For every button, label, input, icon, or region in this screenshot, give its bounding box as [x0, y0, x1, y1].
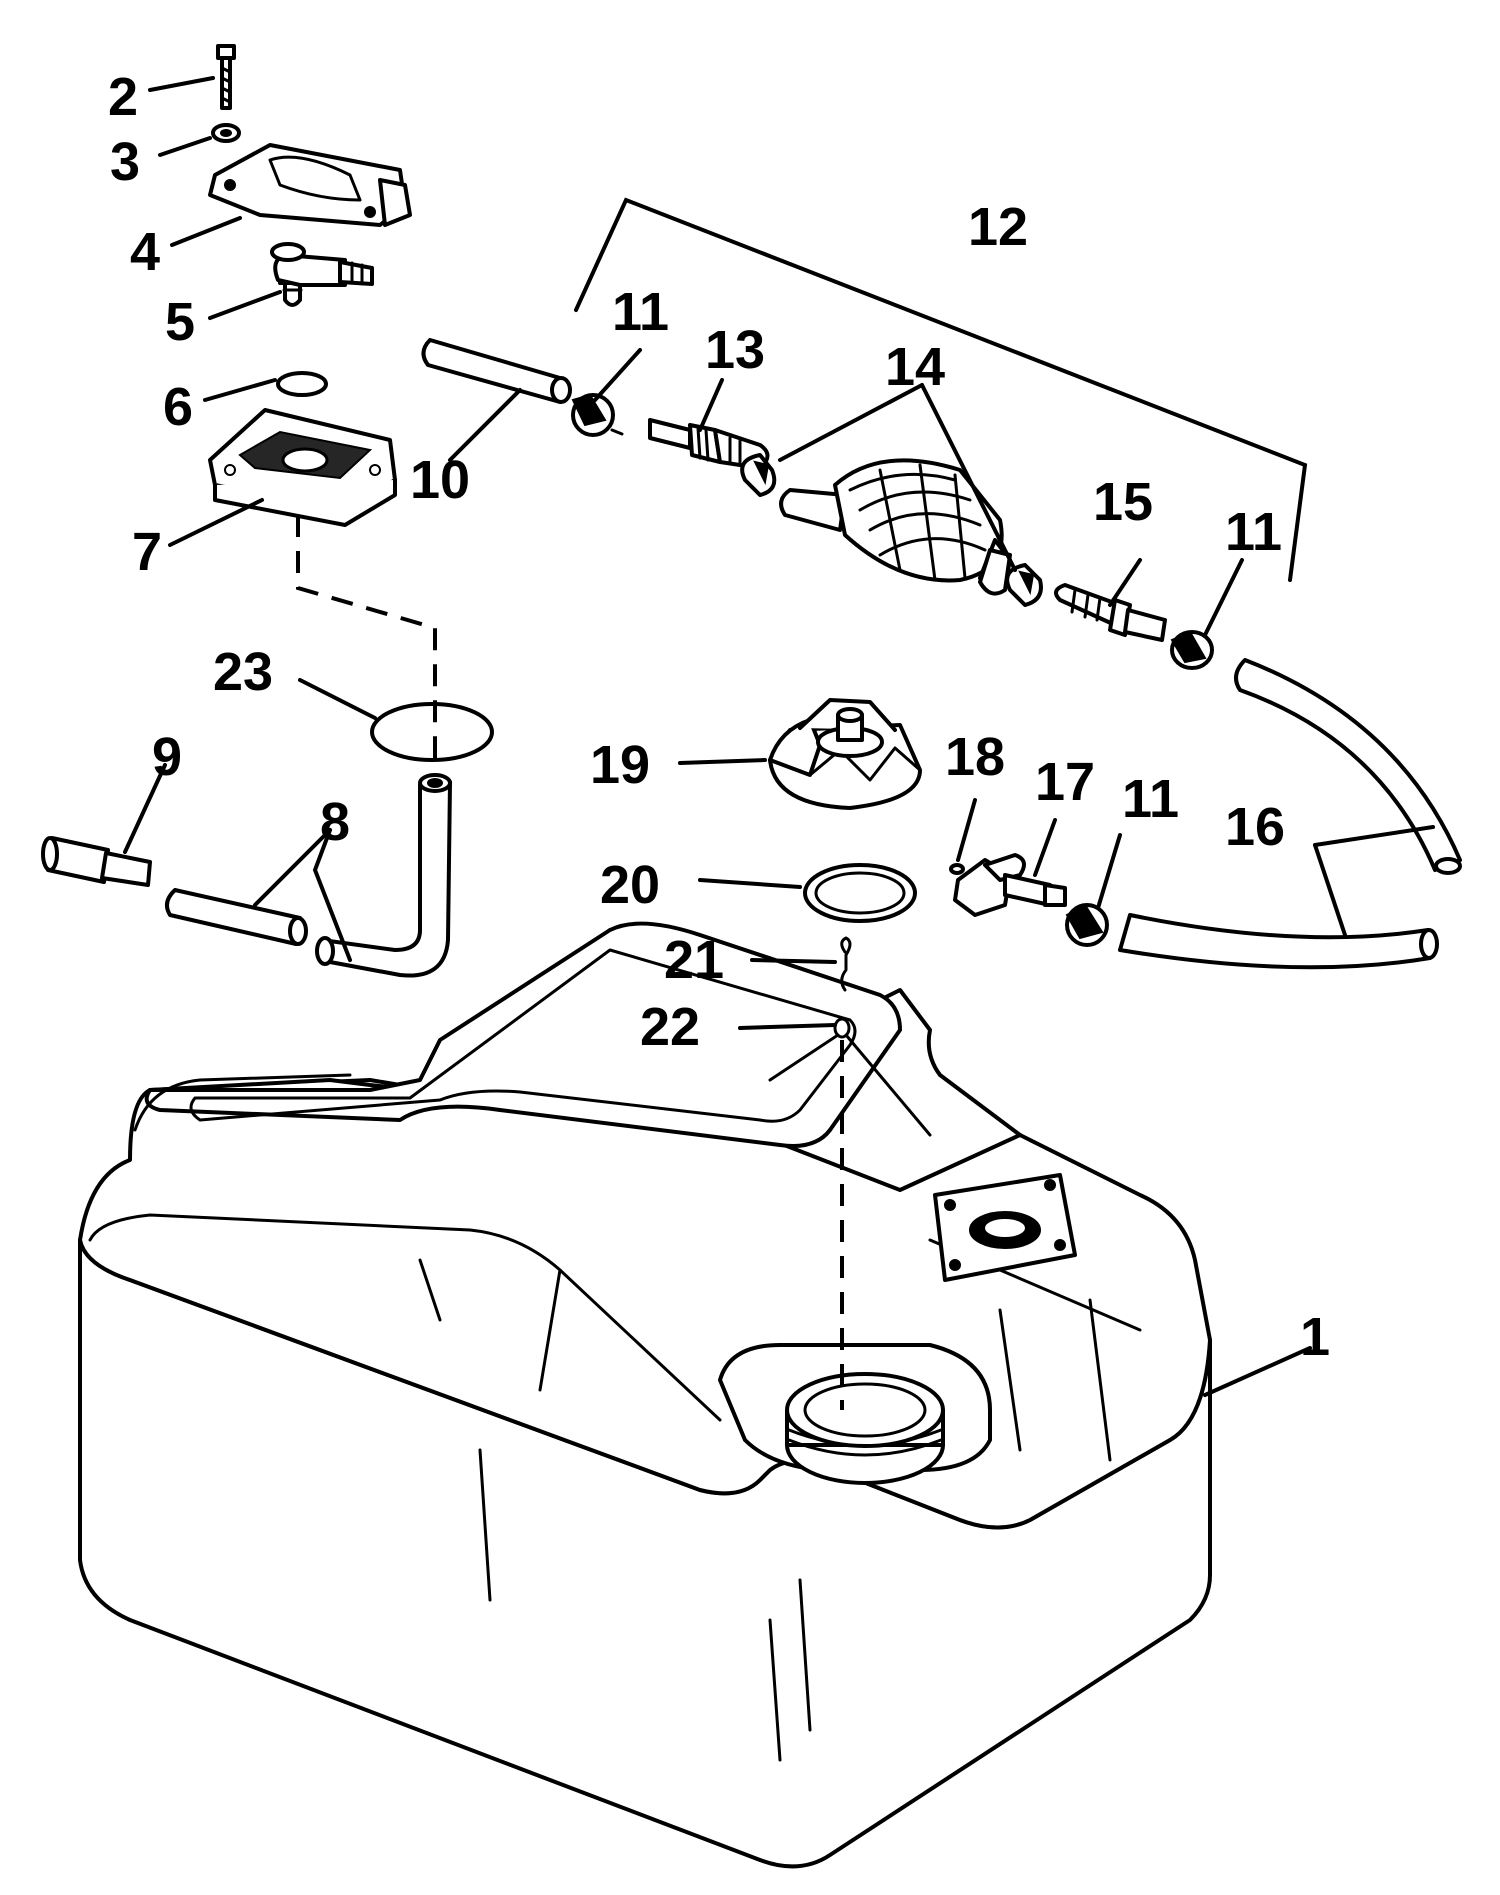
callout-21: 21	[664, 930, 724, 990]
callout-11c: 11	[1122, 769, 1179, 829]
callout-4: 4	[130, 222, 160, 282]
filler-neck	[785, 1372, 945, 1485]
clip-a[interactable]	[740, 453, 777, 497]
o-ring-large[interactable]	[370, 702, 494, 762]
screw[interactable]	[216, 44, 236, 110]
hose-clamp-a[interactable]	[571, 393, 624, 437]
callout-14: 14	[885, 337, 945, 397]
callout-20: 20	[600, 855, 660, 915]
callout-8: 8	[320, 792, 350, 852]
callout-2: 2	[108, 67, 138, 127]
pickup-hose[interactable]	[315, 773, 452, 978]
pickup-filter[interactable]	[41, 836, 152, 887]
assembly-line-left	[296, 515, 437, 770]
callout-22: 22	[640, 997, 700, 1057]
hose-short-upper[interactable]	[421, 338, 572, 404]
fuel-tank[interactable]	[78, 921, 1212, 1869]
leader-lines	[123, 76, 1435, 1397]
s-hook[interactable]	[840, 936, 852, 992]
fuel-connector[interactable]	[648, 418, 770, 470]
callout-18: 18	[945, 727, 1005, 787]
primer-bulb[interactable]	[779, 458, 1012, 596]
callout-11b: 11	[1225, 502, 1282, 562]
cap-gasket[interactable]	[803, 863, 917, 923]
callout-6: 6	[163, 377, 193, 437]
callout-labels: 1 2 3 4 5 6 7 8 9 10 11 11 11 12 13 14 1…	[108, 67, 1330, 1367]
clip-b[interactable]	[1005, 563, 1043, 607]
callout-15: 15	[1093, 472, 1153, 532]
callout-5: 5	[165, 292, 195, 352]
callout-1: 1	[1300, 1307, 1330, 1367]
callout-16: 16	[1225, 797, 1285, 857]
o-ring-tiny[interactable]	[949, 863, 965, 875]
elbow-fitting[interactable]	[270, 242, 374, 307]
hose-clamp-b[interactable]	[1170, 630, 1214, 670]
callout-9: 9	[152, 727, 182, 787]
fuel-hose[interactable]	[1118, 658, 1462, 970]
hold-down-plate[interactable]	[208, 143, 412, 227]
callout-12: 12	[968, 197, 1028, 257]
hose-clamp-c[interactable]	[1065, 903, 1109, 947]
callout-23: 23	[213, 642, 273, 702]
callout-17: 17	[1035, 752, 1095, 812]
retainer-wire[interactable]	[768, 1017, 932, 1137]
o-ring-small[interactable]	[276, 371, 328, 397]
filler-cap[interactable]	[768, 698, 922, 810]
assembly-bracket-12	[574, 197, 1308, 582]
callout-19: 19	[590, 735, 650, 795]
pickup-hose-short[interactable]	[164, 888, 308, 946]
callout-3: 3	[110, 132, 140, 192]
pickup-plate	[933, 1173, 1077, 1282]
outlet-fitting[interactable]	[1054, 583, 1167, 642]
callout-13: 13	[705, 320, 765, 380]
callout-10: 10	[410, 450, 470, 510]
tank-fitting[interactable]	[953, 853, 1067, 917]
callout-11a: 11	[612, 282, 669, 342]
callout-7: 7	[132, 522, 162, 582]
fitting-base-plate[interactable]	[208, 408, 397, 527]
